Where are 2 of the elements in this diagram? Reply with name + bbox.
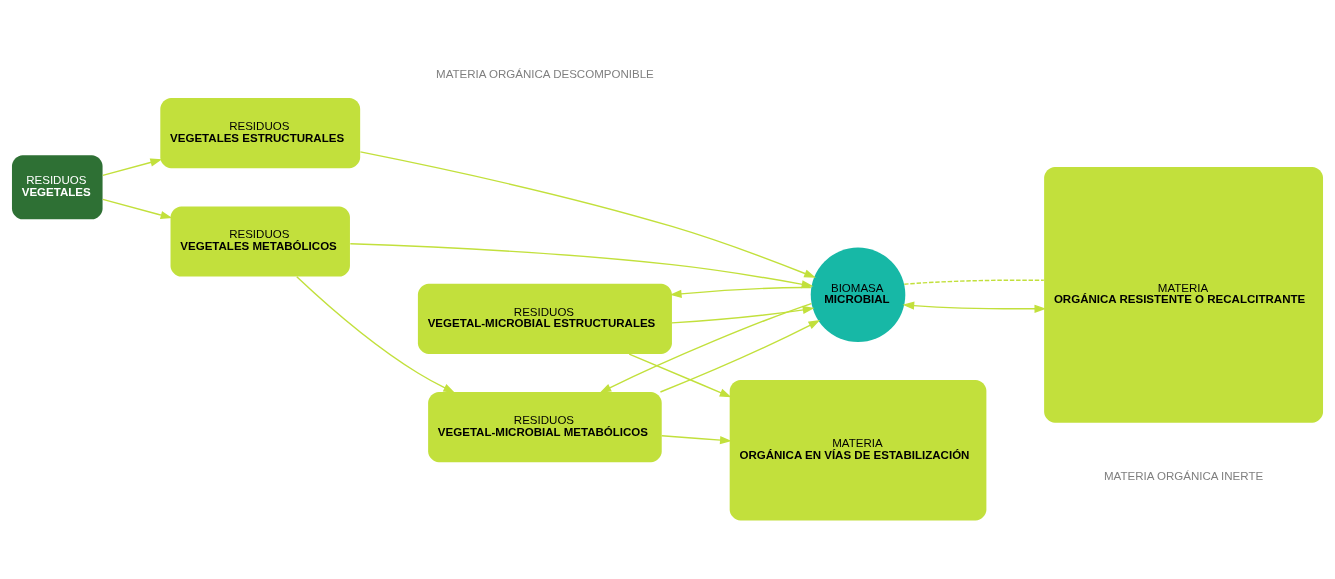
label: MATERIA ORGÁNICA DESCOMPONIBLE (436, 67, 654, 80)
label: MATERIA ORGÁNICA INERTE (1104, 469, 1264, 482)
